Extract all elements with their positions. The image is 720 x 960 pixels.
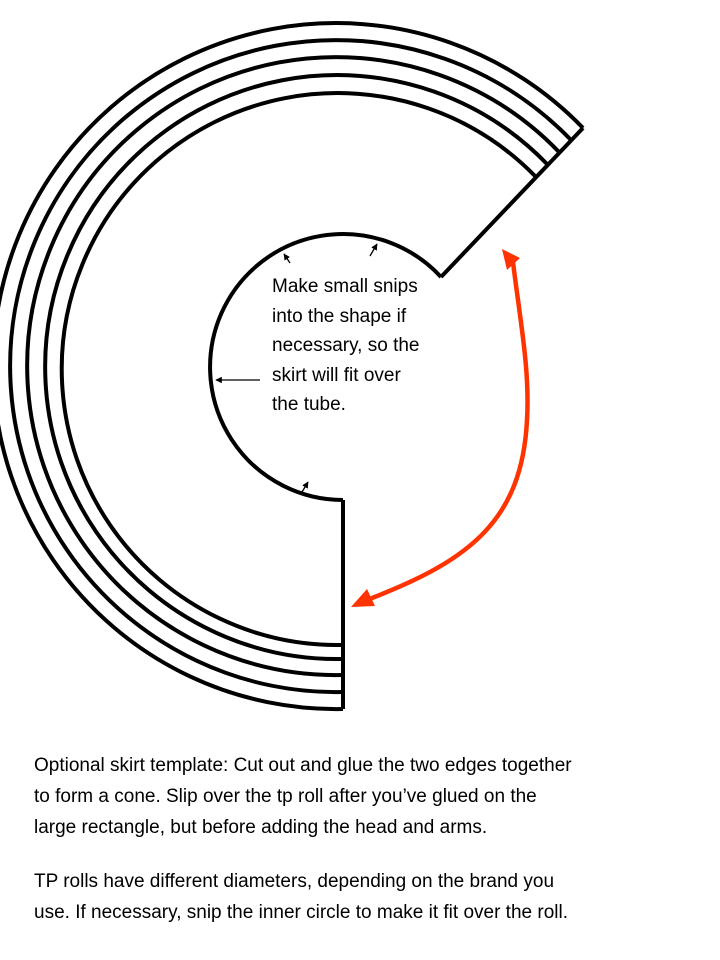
outer-ring-5 [59,91,537,648]
outer-ring-2 [8,38,573,695]
caption-paragraph-1: Optional skirt template: Cut out and glu… [34,755,572,838]
outer-rings [0,21,585,712]
snip-arrow-bottom [301,481,309,493]
cut-edges [341,126,585,709]
snip-arrow-top-right [369,243,378,257]
join-arrowhead-bottom [351,589,375,607]
inner-circle [208,232,443,502]
caption-paragraph-2: TP rolls have different diameters, depen… [34,871,568,923]
outer-ring-1 [0,21,585,712]
outer-ring-4 [43,73,549,662]
outer-ring-3 [25,55,561,678]
skirt-template-diagram [0,21,585,712]
join-arrowhead-top [502,249,520,270]
snip-instruction-note: Make small snips into the shape if neces… [272,276,420,415]
join-arrow-curve [369,259,530,601]
snip-arrows [215,243,378,493]
snip-arrow-top-left [283,253,291,264]
top-cut-edge [439,126,585,279]
join-edges-arrow [351,249,530,607]
